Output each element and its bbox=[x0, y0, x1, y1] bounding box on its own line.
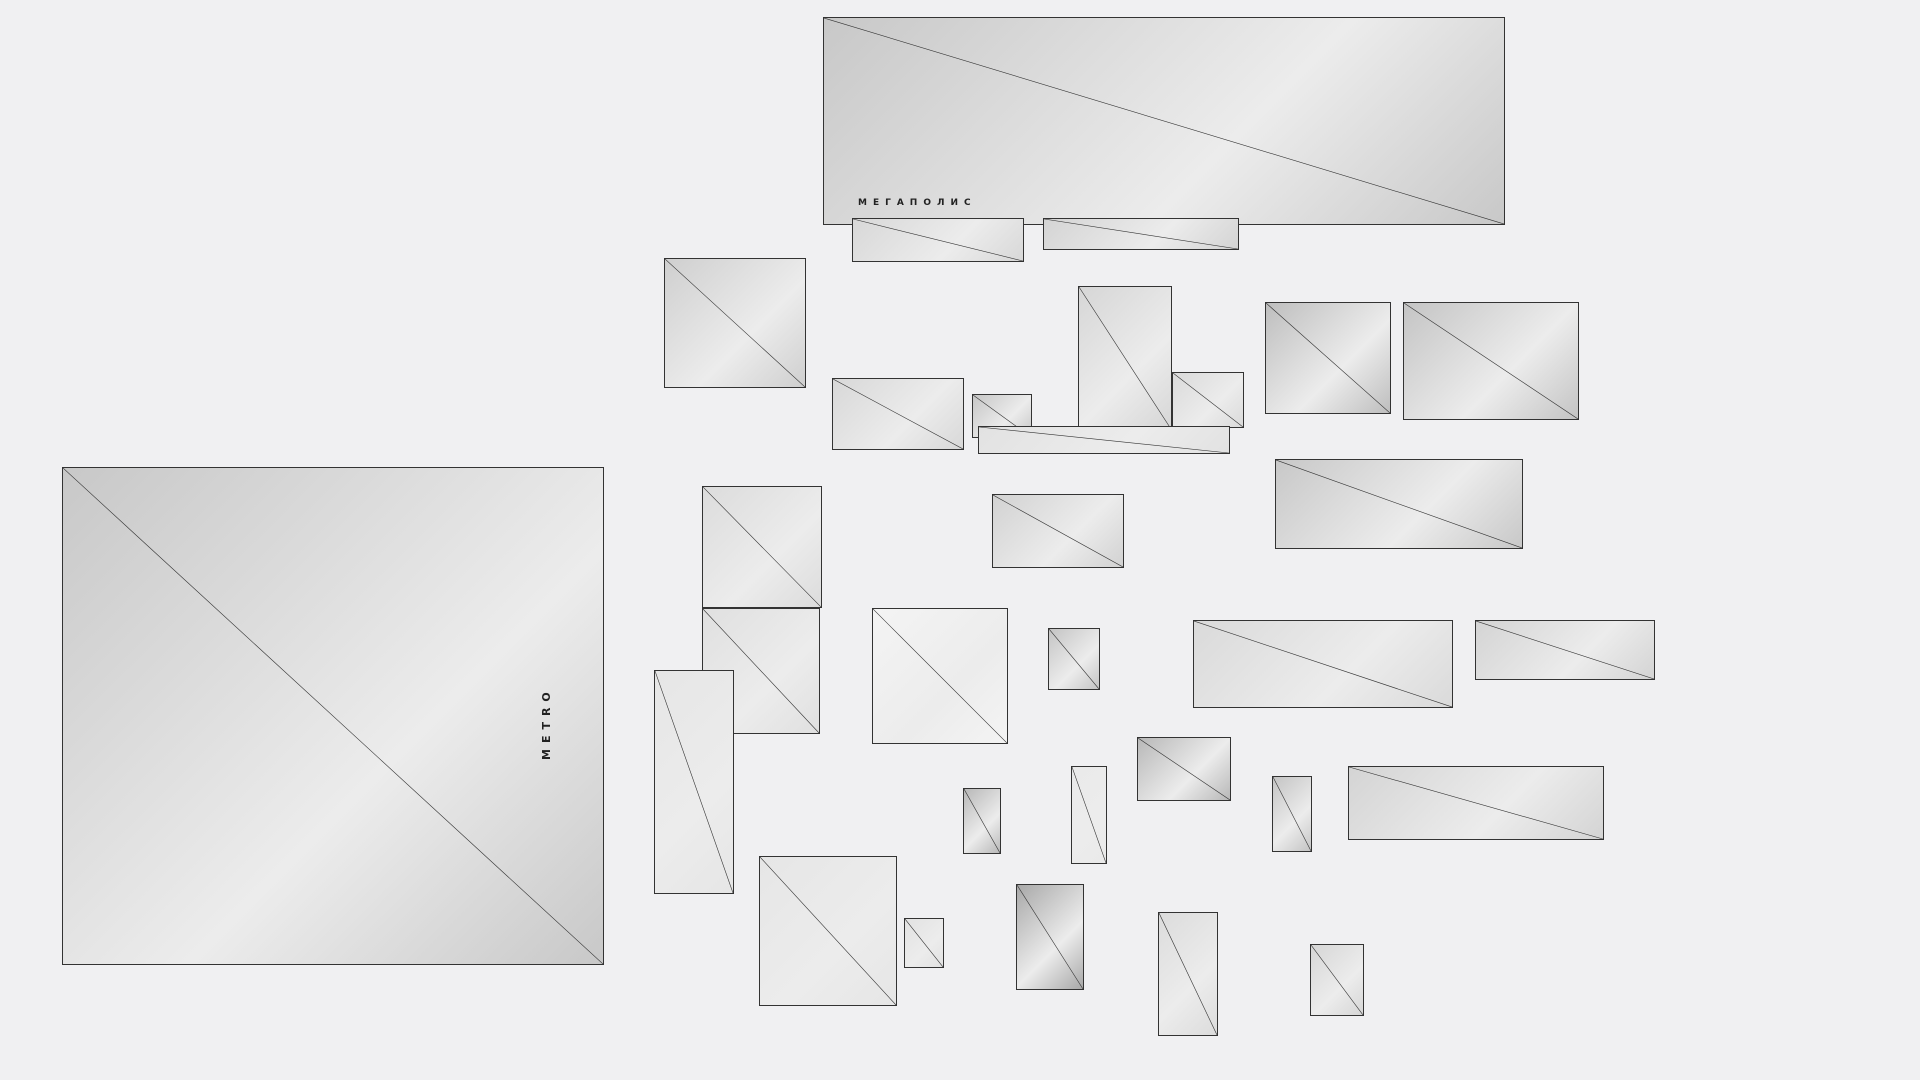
building-b5[interactable] bbox=[1172, 372, 1244, 428]
building-top-block[interactable] bbox=[823, 17, 1505, 225]
building-b8[interactable] bbox=[1403, 302, 1579, 420]
metro-sign: METRO bbox=[540, 686, 553, 760]
building-b18[interactable] bbox=[1137, 737, 1231, 801]
building-b15[interactable] bbox=[1048, 628, 1100, 690]
building-large-metro[interactable] bbox=[62, 467, 604, 965]
building-b27[interactable] bbox=[904, 918, 944, 968]
building-b16[interactable] bbox=[1193, 620, 1453, 708]
building-b24[interactable] bbox=[1016, 884, 1084, 990]
building-b2[interactable] bbox=[832, 378, 964, 450]
building-b1[interactable] bbox=[664, 258, 806, 388]
building-b22[interactable] bbox=[963, 788, 1001, 854]
building-b7[interactable] bbox=[1265, 302, 1391, 414]
building-b14[interactable] bbox=[872, 608, 1008, 744]
building-b21[interactable] bbox=[1071, 766, 1107, 864]
building-b12[interactable] bbox=[654, 670, 734, 894]
top-building-sign: МЕГАПОЛИС bbox=[858, 198, 977, 208]
building-b25[interactable] bbox=[1158, 912, 1218, 1036]
building-b20[interactable] bbox=[1272, 776, 1312, 852]
building-b13[interactable] bbox=[992, 494, 1124, 568]
building-b17[interactable] bbox=[1475, 620, 1655, 680]
building-b19[interactable] bbox=[1348, 766, 1604, 840]
building-b9[interactable] bbox=[1275, 459, 1523, 549]
building-top-annex-left[interactable] bbox=[852, 218, 1024, 262]
building-b6[interactable] bbox=[978, 426, 1230, 454]
building-b4[interactable] bbox=[1078, 286, 1172, 430]
building-b23[interactable] bbox=[759, 856, 897, 1006]
building-b10[interactable] bbox=[702, 486, 822, 608]
building-top-annex-right[interactable] bbox=[1043, 218, 1239, 250]
building-b26[interactable] bbox=[1310, 944, 1364, 1016]
